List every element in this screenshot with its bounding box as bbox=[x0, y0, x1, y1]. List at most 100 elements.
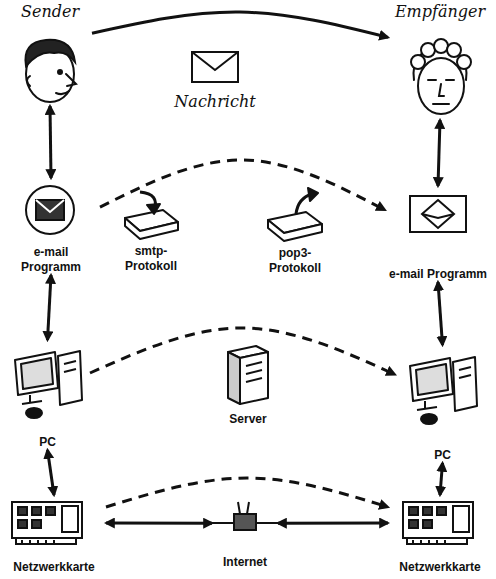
curl bbox=[457, 55, 471, 69]
envelope-flap bbox=[192, 52, 238, 70]
envelope-body bbox=[36, 200, 64, 220]
curl bbox=[447, 43, 461, 57]
dashed-arrow bbox=[90, 328, 395, 375]
chip bbox=[423, 520, 432, 528]
tray-side bbox=[268, 220, 322, 241]
person-sender: Sender bbox=[8, 2, 92, 106]
pop3-tray-icon bbox=[268, 188, 322, 241]
curl bbox=[434, 39, 448, 53]
mouse bbox=[421, 414, 437, 424]
antenna bbox=[238, 502, 249, 514]
arrow-connector bbox=[106, 522, 212, 525]
chip bbox=[423, 507, 432, 515]
screen bbox=[416, 364, 448, 395]
arrow-connector bbox=[438, 120, 440, 186]
screen bbox=[21, 358, 53, 389]
tower bbox=[453, 357, 477, 411]
card-pins bbox=[407, 538, 467, 544]
message-envelope bbox=[192, 52, 238, 82]
chip bbox=[32, 507, 41, 515]
server-icon bbox=[228, 346, 268, 404]
mouth bbox=[56, 91, 69, 94]
pc-icon bbox=[410, 357, 477, 424]
nose bbox=[439, 84, 444, 96]
smtp-tray-icon bbox=[125, 192, 178, 239]
arrow-connector bbox=[92, 12, 388, 37]
arrow-connector bbox=[438, 282, 443, 345]
monitor bbox=[15, 352, 58, 395]
drive-slots bbox=[459, 367, 471, 378]
pc-icon bbox=[15, 351, 82, 418]
dashed-arrow bbox=[100, 160, 385, 210]
email-program-icon bbox=[410, 196, 466, 232]
chip bbox=[409, 507, 418, 515]
network-card: Netzwerkkarte bbox=[388, 495, 492, 575]
hair bbox=[25, 40, 75, 66]
server-side bbox=[228, 352, 240, 404]
hub-box bbox=[234, 514, 256, 530]
tray-arrow-head bbox=[147, 204, 160, 214]
dashed-arrow bbox=[106, 478, 388, 507]
port bbox=[453, 506, 469, 532]
node-text: Netzwerkkarte bbox=[13, 560, 94, 575]
server-label: Server bbox=[208, 412, 288, 427]
chip bbox=[32, 520, 41, 528]
monitor-stand bbox=[417, 401, 437, 410]
email-program: e-mail Programm bbox=[2, 178, 100, 275]
protocol-label: smtp-Protokoll bbox=[109, 244, 193, 274]
pc-node: PC bbox=[395, 345, 490, 463]
message-label: Nachricht bbox=[165, 92, 265, 111]
chip bbox=[437, 507, 446, 515]
arrow-connector bbox=[440, 463, 443, 495]
email-program: e-mail Programm bbox=[385, 186, 491, 282]
chip bbox=[46, 507, 55, 515]
monitor-stand bbox=[22, 395, 42, 404]
server-front bbox=[240, 352, 268, 404]
node-text: e-mail Programm bbox=[2, 245, 100, 275]
tray-arrow-head bbox=[308, 188, 318, 201]
icon-circle bbox=[26, 186, 74, 234]
ear bbox=[27, 76, 30, 86]
network-card-icon bbox=[403, 502, 473, 544]
card-body bbox=[403, 502, 473, 538]
tray-side bbox=[125, 218, 178, 239]
chip bbox=[18, 507, 27, 515]
icon-box bbox=[410, 196, 466, 232]
arrow-connector bbox=[48, 275, 52, 340]
envelope-flap bbox=[422, 214, 454, 218]
email-program-icon bbox=[26, 186, 74, 234]
eyes bbox=[428, 79, 454, 81]
mouth bbox=[433, 103, 449, 105]
chip bbox=[18, 520, 27, 528]
port bbox=[62, 506, 78, 532]
drive-slots bbox=[64, 361, 76, 372]
curl bbox=[421, 43, 435, 57]
card-pins bbox=[16, 538, 76, 544]
pc-node: PC bbox=[5, 340, 90, 450]
arrow-connector bbox=[50, 106, 51, 178]
person-receiver: Empfänger bbox=[388, 2, 492, 120]
server-slots bbox=[246, 362, 262, 382]
face-outline bbox=[418, 58, 464, 114]
tower bbox=[58, 351, 82, 405]
eye bbox=[58, 70, 62, 74]
protocol-label: pop3-Protokoll bbox=[253, 246, 337, 276]
internet-hub-icon bbox=[212, 502, 278, 530]
sender-face bbox=[25, 40, 76, 102]
node-text: e-mail Programm bbox=[389, 267, 487, 282]
internet-node: Internet bbox=[212, 498, 278, 570]
arrow-connector bbox=[48, 450, 55, 495]
envelope bbox=[422, 200, 454, 228]
curl bbox=[411, 55, 425, 69]
card-body bbox=[12, 502, 82, 538]
arrow-connector bbox=[278, 522, 388, 525]
envelope-body bbox=[192, 52, 238, 82]
node-text: Netzwerkkarte bbox=[399, 560, 480, 575]
monitor bbox=[410, 358, 453, 401]
chip bbox=[409, 520, 418, 528]
mouse bbox=[26, 408, 42, 418]
node-text: Internet bbox=[223, 555, 267, 570]
